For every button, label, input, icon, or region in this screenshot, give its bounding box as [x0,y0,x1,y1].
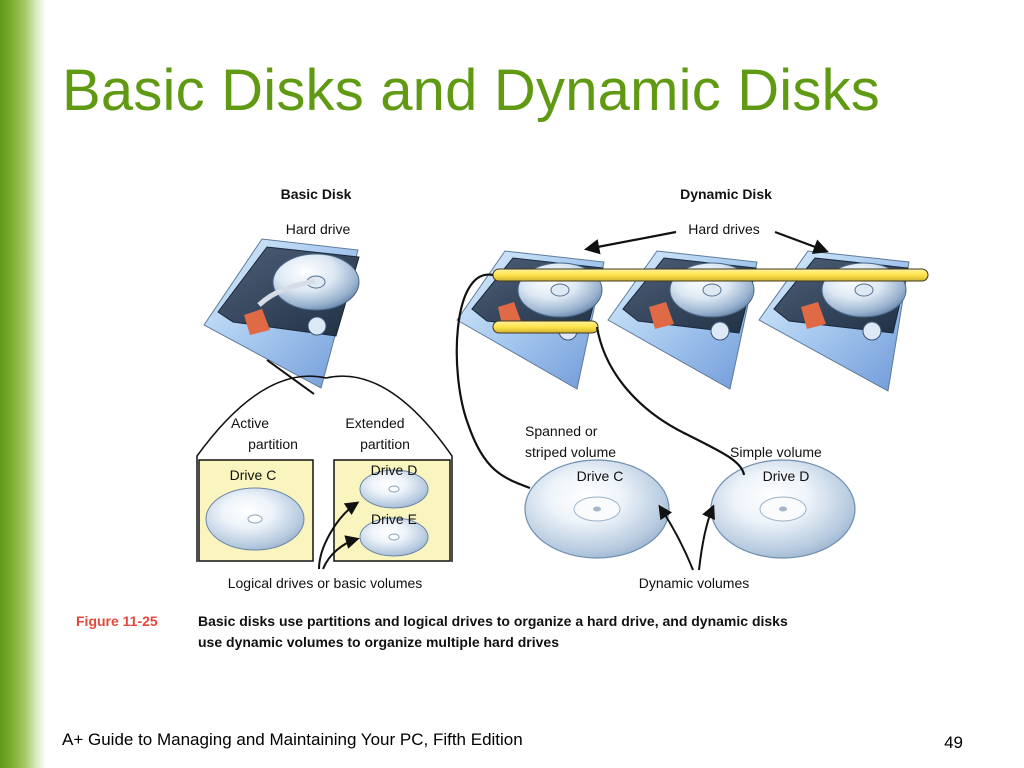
basic-drive-e-label: Drive E [371,511,417,527]
spanned-volume-bar [492,268,929,282]
basic-disk-partition-outline [196,375,453,562]
dynamic-drive-d-hole-icon [779,506,787,512]
basic-drive-d-label: Drive D [371,462,418,478]
dynamic-hard-drives-label: Hard drives [688,221,760,237]
simple-volume-bar [492,320,599,334]
dynamic-drive-d-arrow-icon [698,504,715,571]
spanned-volume-label-line2: striped volume [525,444,616,460]
dynamic-drive-c-label: Drive C [577,468,624,484]
simple-volume-label: Simple volume [730,444,822,460]
simple-volume-connector [595,326,746,476]
active-partition-label-line2: partition [248,436,298,452]
basic-hard-drive [203,238,360,389]
active-partition-label-line1: Active [231,415,269,431]
dynamic-drive-c-hole-icon [593,506,601,512]
dynamic-drive-d-label: Drive D [763,468,810,484]
basic-drive-e-hole-icon [388,533,400,541]
extended-partition-label-line2: partition [360,436,410,452]
basic-drive-d-hole-icon [388,485,400,493]
figure-caption-line2: use dynamic volumes to organize multiple… [198,634,559,650]
figure-caption-label: Figure 11-25 [76,613,158,629]
basic-drive-c-label: Drive C [230,467,277,483]
basic-disk-heading: Basic Disk [281,186,352,202]
dynamic-hard-drive-1 [456,250,605,390]
figure-caption-line1: Basic disks use partitions and logical d… [198,613,788,629]
dynamic-drive-c-arrow-icon [658,504,694,571]
spanned-volume-connector [455,273,531,490]
figure-background [78,186,922,654]
logical-drive-e-arrow-icon [322,535,360,570]
basic-disk-connector-line [266,359,315,395]
extended-partition-label-line1: Extended [345,415,404,431]
slide-side-gradient [0,0,46,768]
dynamic-disk-heading: Dynamic Disk [680,186,772,202]
basic-hard-drive-label: Hard drive [286,221,351,237]
dynamic-volumes-label: Dynamic volumes [639,575,749,591]
footer-book-title: A+ Guide to Managing and Maintaining You… [62,730,523,749]
logical-drives-label: Logical drives or basic volumes [228,575,423,591]
hard-drives-right-arrow-icon [774,230,829,254]
page-number: 49 [944,733,963,752]
slide-title: Basic Disks and Dynamic Disks [62,58,880,123]
basic-drive-c-hole-icon [247,514,263,524]
spanned-volume-label-line1: Spanned or [525,423,598,439]
hard-drives-left-arrow-icon [583,230,677,255]
logical-drive-d-arrow-icon [318,501,360,570]
